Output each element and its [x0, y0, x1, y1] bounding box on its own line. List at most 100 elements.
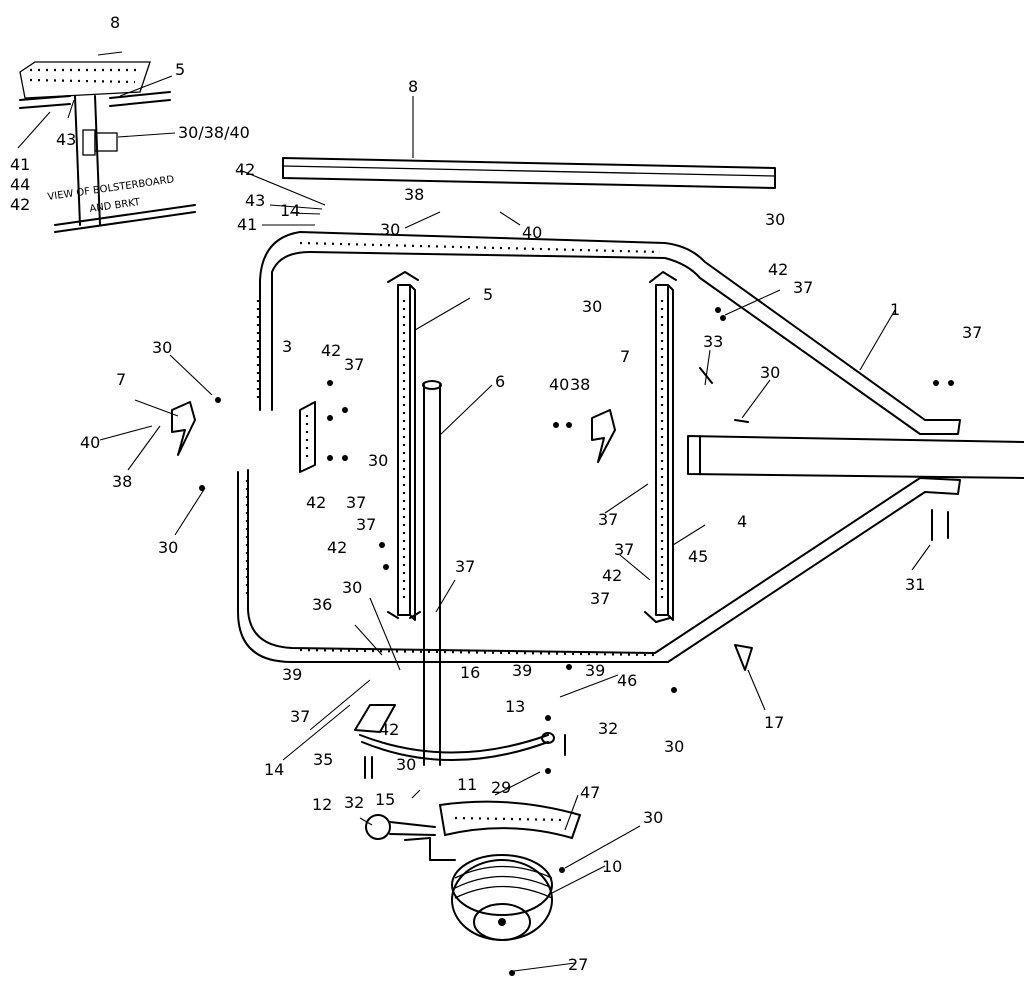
callout-42-f: 42 [602, 566, 622, 585]
callout-11: 11 [457, 775, 477, 794]
inset-leader-8 [97, 51, 123, 56]
callout-30-mid: 30 [582, 297, 602, 316]
callout-32-left: 32 [344, 793, 364, 812]
callout-47: 47 [580, 783, 600, 802]
callout-40-left: 40 [80, 433, 100, 452]
callout-5: 5 [483, 285, 493, 304]
callout-37-g: 37 [598, 510, 618, 529]
callout-33: 33 [703, 332, 723, 351]
callout-10: 10 [602, 857, 622, 876]
inset-bolsterboard-view: 8 5 43 30/38/40 41 44 42 VIEW OF BOLSTER… [10, 13, 250, 233]
bolsterboard [282, 96, 776, 189]
inset-leader-43 [67, 99, 75, 119]
callout-30-right-top: 30 [765, 210, 785, 229]
callout-46: 46 [617, 671, 637, 690]
callout-31: 31 [905, 575, 925, 594]
callout-30-i: 30 [643, 808, 663, 827]
callout-40-right: 40 [549, 375, 569, 394]
callout-37-e: 37 [356, 515, 376, 534]
callout-3: 3 [282, 337, 292, 356]
main-frame [237, 231, 1024, 663]
callout-15: 15 [375, 790, 395, 809]
callout-30-e: 30 [342, 578, 362, 597]
inset-label-42: 42 [10, 195, 30, 214]
callout-30-mid-right: 30 [760, 363, 780, 382]
callout-8: 8 [408, 77, 418, 96]
inset-bracket [74, 95, 101, 226]
axle-support-6 [422, 380, 442, 766]
callout-43: 43 [245, 191, 265, 210]
fender-47 [439, 800, 581, 839]
callout-1: 1 [890, 300, 900, 319]
callout-42-right: 42 [768, 260, 788, 279]
callout-39-b: 39 [512, 661, 532, 680]
callout-14: 14 [264, 760, 284, 779]
callout-30-c: 30 [368, 451, 388, 470]
callout-37-c: 37 [344, 355, 364, 374]
callout-45: 45 [688, 547, 708, 566]
inset-caption-1: VIEW OF BOLSTERBOARD [47, 174, 175, 203]
callout-37-f: 37 [455, 557, 475, 576]
inset-label-41: 41 [10, 155, 30, 174]
callout-42-g: 42 [379, 720, 399, 739]
inset-bolt [82, 129, 96, 156]
hardware-dots [199, 307, 954, 976]
bracket-7-left [171, 401, 196, 456]
inset-caption-2: AND BRKT [89, 197, 142, 215]
crossmember-5 [387, 271, 421, 621]
callout-30-g: 30 [664, 737, 684, 756]
callout-4: 4 [737, 512, 747, 531]
callout-30-top: 30 [380, 220, 400, 239]
inset-underline [54, 204, 196, 233]
inset-leader-41 [17, 111, 51, 149]
callout-39-a: 39 [282, 665, 302, 684]
callout-42-c: 42 [321, 341, 341, 360]
inset-leader-5 [119, 75, 173, 97]
callout-37-i: 37 [590, 589, 610, 608]
callout-37-j: 37 [290, 707, 310, 726]
callout-39-c: 39 [585, 661, 605, 680]
inset-nut [94, 132, 118, 152]
callout-42-d: 42 [306, 493, 326, 512]
inset-label-30-38-40: 30/38/40 [178, 123, 250, 142]
callout-37-h: 37 [614, 540, 634, 559]
callout-40-top: 40 [522, 223, 542, 242]
inset-bolsterboard-texture [29, 68, 140, 84]
callout-30-h: 30 [396, 755, 416, 774]
callout-37-d: 37 [346, 493, 366, 512]
inset-label-5: 5 [175, 60, 185, 79]
callout-30-left-low: 30 [158, 538, 178, 557]
callout-41: 41 [237, 215, 257, 234]
crossmember-4 [644, 271, 677, 623]
callout-6: 6 [495, 372, 505, 391]
callout-38-left: 38 [112, 472, 132, 491]
bracket-7-right [591, 409, 616, 463]
inset-label-8: 8 [110, 13, 120, 32]
callout-13: 13 [505, 697, 525, 716]
leaf-spring-13 [354, 704, 555, 761]
callout-12: 12 [312, 795, 332, 814]
callout-37-tongue: 37 [962, 323, 982, 342]
inset-frame-rails [19, 91, 171, 109]
inset-bolsterboard [19, 61, 151, 99]
callout-labels: 8 42 43 14 41 38 30 40 30 42 37 1 37 30 … [80, 77, 982, 974]
callout-7-left: 7 [116, 370, 126, 389]
wheel-10 [451, 854, 553, 941]
leader-lines [99, 169, 931, 972]
callout-7-right: 7 [620, 347, 630, 366]
callout-17: 17 [764, 713, 784, 732]
inset-label-43: 43 [56, 130, 76, 149]
inset-leader-30-38-40 [117, 132, 176, 138]
callout-16: 16 [460, 663, 480, 682]
bracket-3 [299, 401, 316, 473]
callout-14-top: 14 [280, 201, 300, 220]
callout-27: 27 [568, 955, 588, 974]
callout-42-e: 42 [327, 538, 347, 557]
hub-12 [365, 814, 456, 861]
callout-38-right: 38 [570, 375, 590, 394]
callout-36: 36 [312, 595, 332, 614]
callout-42-top: 42 [235, 160, 255, 179]
callout-32-right: 32 [598, 719, 618, 738]
